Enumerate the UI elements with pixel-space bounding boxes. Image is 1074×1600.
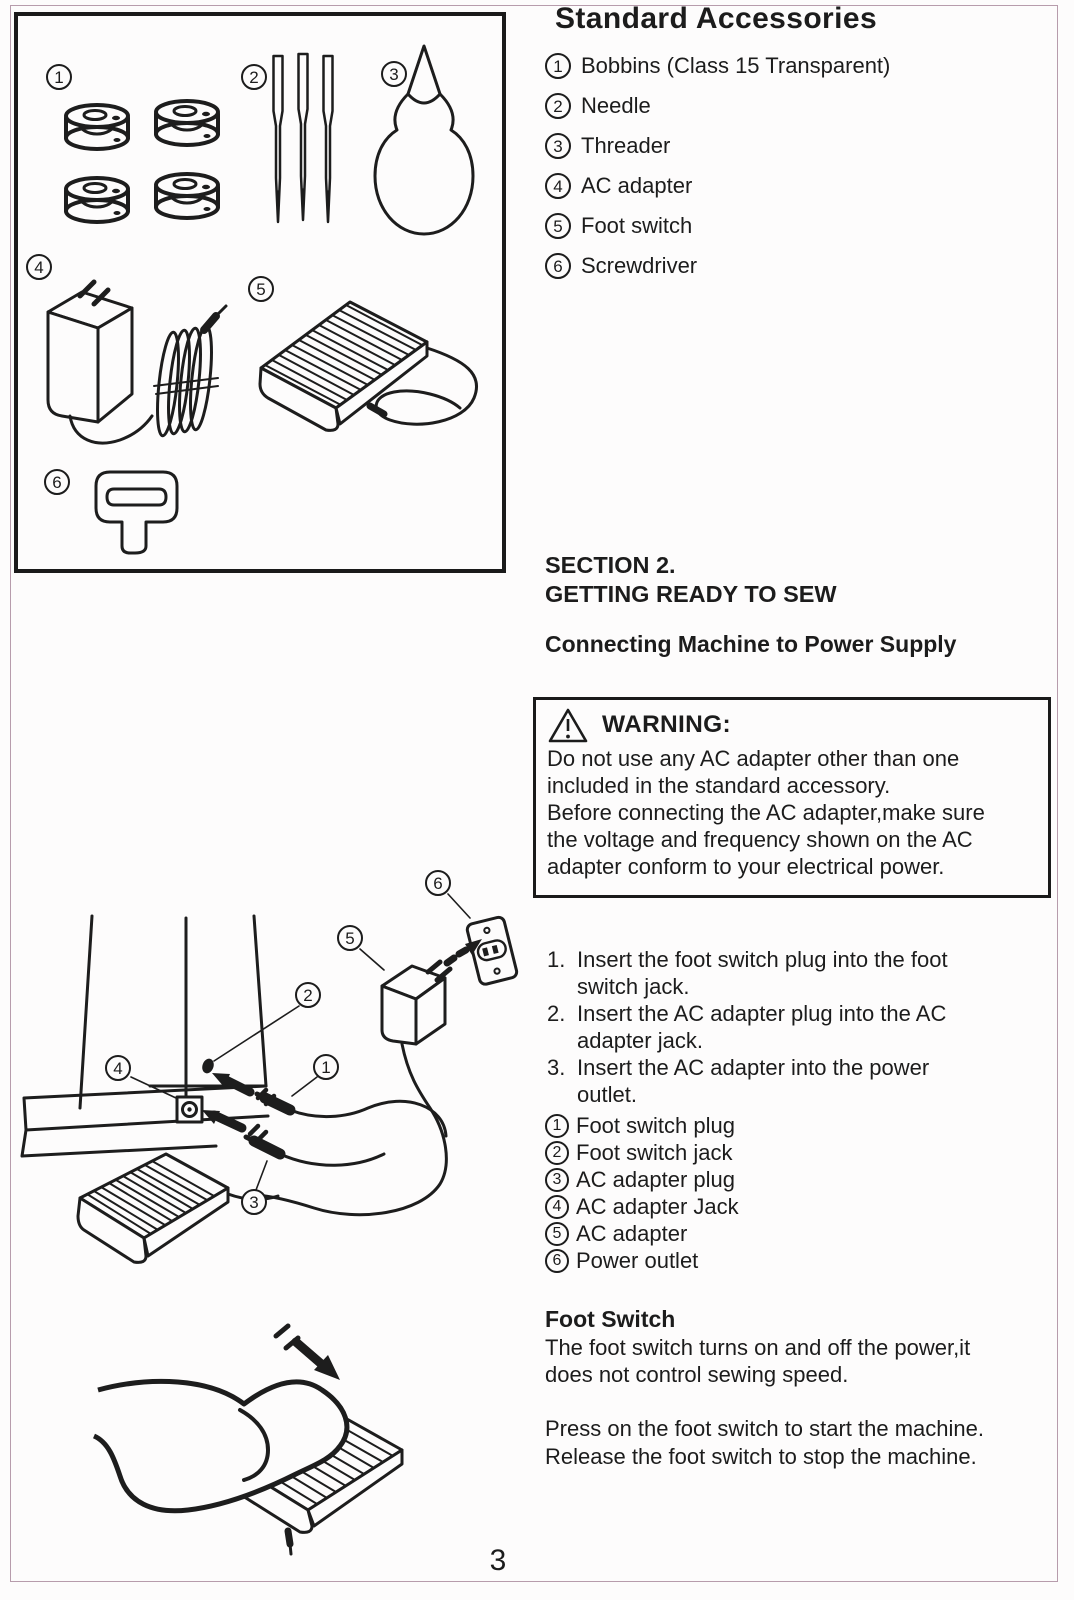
list-item: 6 Screwdriver bbox=[545, 246, 890, 286]
item-number: 2 bbox=[545, 93, 571, 119]
warning-text: Before connecting the AC adapter,make su… bbox=[547, 800, 985, 825]
label-number: 3 bbox=[545, 1167, 569, 1192]
step-text: Insert the foot switch plug into the foo… bbox=[577, 947, 948, 972]
step-text: outlet. bbox=[577, 1082, 637, 1107]
step-text: adapter jack. bbox=[577, 1028, 703, 1053]
accessories-illustration-box: 1 2 3 4 5 6 bbox=[14, 12, 506, 573]
diagram-label: 2 Foot switch jack bbox=[545, 1139, 739, 1166]
foot-switch-text: Release the foot switch to stop the mach… bbox=[545, 1444, 977, 1469]
label-text: AC adapter bbox=[576, 1220, 688, 1246]
accessory-callout-bobbins: 1 bbox=[46, 64, 72, 90]
warning-box: WARNING: Do not use any AC adapter other… bbox=[533, 697, 1051, 898]
section-heading-line1: SECTION 2. bbox=[545, 552, 676, 578]
warning-text: included in the standard accessory. bbox=[547, 773, 891, 798]
diagram-callout-foot-switch-jack: 2 bbox=[295, 982, 321, 1008]
item-number: 1 bbox=[545, 53, 571, 79]
connection-diagram: 1 2 3 4 5 6 bbox=[16, 858, 528, 1272]
warning-heading: WARNING: bbox=[547, 705, 1048, 745]
item-number: 5 bbox=[545, 213, 571, 239]
accessory-callout-screwdriver: 6 bbox=[44, 469, 70, 495]
diagram-label: 4 AC adapter Jack bbox=[545, 1193, 739, 1220]
accessory-callout-ac-adapter: 4 bbox=[26, 254, 52, 280]
section-heading: SECTION 2. GETTING READY TO SEW bbox=[545, 551, 837, 609]
warning-text: Do not use any AC adapter other than one bbox=[547, 746, 960, 771]
list-item: 4 AC adapter bbox=[545, 166, 890, 206]
accessory-callout-foot-switch: 5 bbox=[248, 276, 274, 302]
subsection-heading: Connecting Machine to Power Supply bbox=[545, 631, 957, 657]
diagram-label-list: 1 Foot switch plug 2 Foot switch jack 3 AC … bbox=[545, 1112, 739, 1274]
list-item: 1 Bobbins (Class 15 Transparent) bbox=[545, 46, 890, 86]
item-number: 3 bbox=[545, 133, 571, 159]
label-number: 6 bbox=[545, 1248, 569, 1273]
page-number: 3 bbox=[489, 1544, 507, 1577]
step-1: 1. Insert the foot switch plug into the … bbox=[547, 946, 948, 1000]
foot-switch-text: Press on the foot switch to start the ma… bbox=[545, 1416, 984, 1441]
step-number: 1. bbox=[547, 947, 566, 972]
diagram-callout-foot-switch-plug: 1 bbox=[313, 1054, 339, 1080]
item-label: Threader bbox=[581, 133, 671, 158]
foot-switch-paragraph-2: Press on the foot switch to start the ma… bbox=[545, 1415, 984, 1471]
page-title: Standard Accessories bbox=[555, 2, 878, 35]
diagram-callout-ac-adapter-jack: 4 bbox=[105, 1055, 131, 1081]
label-number: 2 bbox=[545, 1140, 569, 1165]
item-label: Bobbins (Class 15 Transparent) bbox=[581, 53, 891, 78]
foot-switch-heading: Foot Switch bbox=[545, 1306, 676, 1332]
diagram-label: 5 AC adapter bbox=[545, 1220, 739, 1247]
step-number: 2. bbox=[547, 1001, 566, 1026]
step-text: Insert the AC adapter plug into the AC bbox=[577, 1001, 947, 1026]
accessory-callout-threader: 3 bbox=[381, 61, 407, 87]
diagram-label: 3 AC adapter plug bbox=[545, 1166, 739, 1193]
section-heading-line2: GETTING READY TO SEW bbox=[545, 581, 837, 607]
list-item: 3 Threader bbox=[545, 126, 890, 166]
step-text: Insert the AC adapter into the power bbox=[577, 1055, 930, 1080]
foot-switch-section: Foot Switch The foot switch turns on and… bbox=[545, 1304, 984, 1471]
instruction-steps: 1. Insert the foot switch plug into the … bbox=[547, 946, 948, 1108]
foot-switch-text: does not control sewing speed. bbox=[545, 1362, 849, 1387]
step-number: 3. bbox=[547, 1055, 566, 1080]
connection-line-art bbox=[20, 893, 519, 1264]
accessory-callout-needle: 2 bbox=[241, 64, 267, 90]
item-label: Screwdriver bbox=[581, 253, 698, 278]
diagram-callout-ac-adapter-plug: 3 bbox=[241, 1189, 267, 1215]
diagram-label: 6 Power outlet bbox=[545, 1247, 739, 1274]
accessories-line-art bbox=[46, 44, 479, 555]
item-label: AC adapter bbox=[581, 173, 693, 198]
warning-label: WARNING: bbox=[602, 711, 731, 738]
warning-text: adapter conform to your electrical power… bbox=[547, 854, 945, 879]
list-item: 2 Needle bbox=[545, 86, 890, 126]
item-label: Foot switch bbox=[581, 213, 693, 238]
label-text: AC adapter plug bbox=[576, 1166, 735, 1192]
item-number: 6 bbox=[545, 253, 571, 279]
label-number: 1 bbox=[545, 1113, 569, 1138]
item-label: Needle bbox=[581, 93, 651, 118]
step-text: switch jack. bbox=[577, 974, 690, 999]
diagram-callout-ac-adapter: 5 bbox=[337, 925, 363, 951]
label-number: 4 bbox=[545, 1194, 569, 1219]
foot-press-line-art bbox=[92, 1323, 404, 1556]
diagram-label: 1 Foot switch plug bbox=[545, 1112, 739, 1139]
label-text: AC adapter Jack bbox=[576, 1193, 739, 1219]
label-number: 5 bbox=[545, 1221, 569, 1246]
list-item: 5 Foot switch bbox=[545, 206, 890, 246]
foot-press-illustration bbox=[90, 1318, 430, 1568]
label-text: Foot switch plug bbox=[576, 1112, 735, 1138]
item-number: 4 bbox=[545, 173, 571, 199]
diagram-callout-power-outlet: 6 bbox=[425, 870, 451, 896]
label-text: Power outlet bbox=[576, 1247, 699, 1273]
warning-triangle-icon bbox=[548, 708, 588, 742]
foot-switch-text: The foot switch turns on and off the pow… bbox=[545, 1335, 971, 1360]
step-2: 2. Insert the AC adapter plug into the A… bbox=[547, 1000, 948, 1054]
text-column: Standard Accessories 1 Bobbins (Class 15 … bbox=[533, 0, 1057, 1500]
warning-text: the voltage and frequency shown on the A… bbox=[547, 827, 973, 852]
label-text: Foot switch jack bbox=[576, 1139, 733, 1165]
